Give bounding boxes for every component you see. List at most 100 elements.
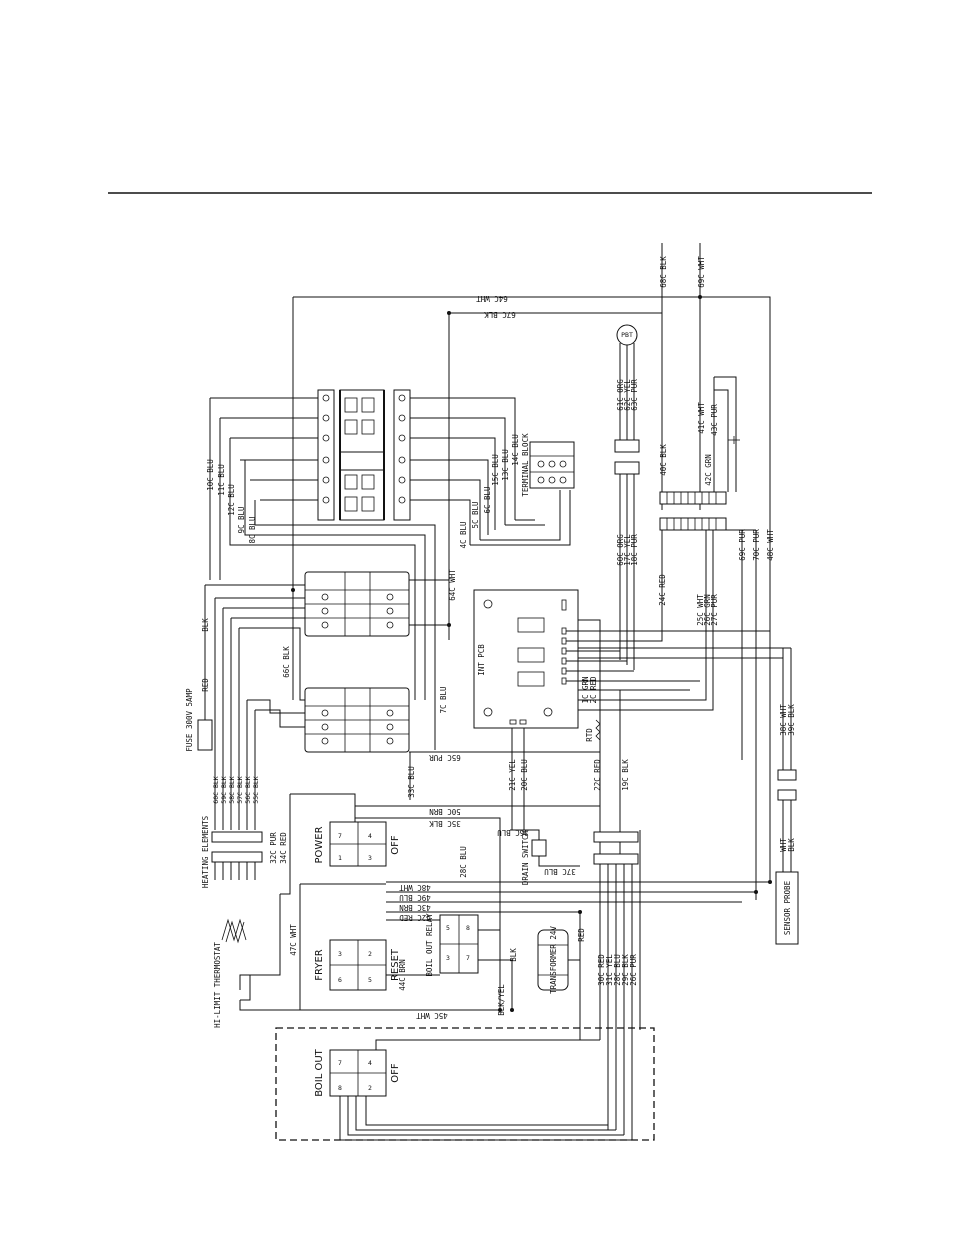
svg-text:4: 4 [368, 1059, 372, 1067]
wire-label-42c-red: 42C RED [399, 913, 431, 922]
conn-wire-41c: 41C WHT [697, 402, 706, 434]
svg-text:1: 1 [338, 854, 342, 862]
conn-wire-69c-pur: 69C PUR [738, 529, 747, 561]
svg-text:6: 6 [338, 976, 342, 984]
wire-label-34c-red: 34C RED [279, 832, 288, 864]
fuse-label: FUSE 300V 5AMP [185, 688, 194, 752]
drain-switch-label: DRAIN SWITCH [521, 830, 530, 885]
wire-label-64c-wht-mid: 64C WHT [448, 569, 457, 601]
wire-label-10c-blu: 10C BLU [206, 459, 215, 491]
transformer-wire-30c: 30C RED [597, 954, 606, 986]
svg-text:2: 2 [368, 950, 372, 958]
wire-label-37c-blu: 37C BLU [544, 867, 576, 876]
wire-label-20c-blu: 20C BLU [520, 759, 529, 791]
element-wire-60c: 60C BLK [212, 776, 220, 803]
wire-label-50c-brn: 50C BRN [429, 807, 461, 816]
transformer-label: TRANSFORMER 24V [549, 926, 558, 994]
relay-wire-45c-wht: 45C WHT [416, 1011, 448, 1020]
element-wire-57c: 57C BLK [236, 776, 244, 803]
connector-9pin: 40C BLK 41C WHT 43C PUR 42C GRN 69C PUR … [659, 376, 775, 900]
wire-label-69c-wht: 69C WHT [697, 256, 706, 288]
heating-elements-label: HEATING ELEMENTS [201, 815, 210, 888]
svg-text:7: 7 [338, 1059, 342, 1067]
svg-text:7: 7 [466, 954, 470, 962]
power-switch-label: POWER [314, 826, 325, 863]
contactor-lower: 66C BLK 7C BLU 65C PUR [282, 590, 600, 762]
conn-wire-43c: 43C PUR [710, 404, 719, 436]
fuse-assembly: BLK FUSE 300V 5AMP RED [185, 584, 305, 752]
boilout-off-label: OFF [390, 1063, 401, 1083]
probe-wire-61c: 61C ORG [616, 379, 625, 411]
element-wire-58c: 58C BLK [228, 776, 236, 803]
contactor-terminals [322, 394, 406, 504]
wire-label-15c-blu: 15C BLU [491, 454, 500, 486]
power-switch: 7 4 1 3 POWER OFF 32C PUR 34C RED [269, 793, 401, 895]
svg-text:2: 2 [368, 1084, 372, 1092]
wire-label-7c-blu: 7C BLU [439, 686, 448, 713]
wire-label-36c-blu: 36C BLU [497, 828, 529, 837]
conn-wire-48c-wht: 48C WHT [766, 529, 775, 561]
boilout-switch-label: BOIL OUT [314, 1048, 325, 1096]
hi-limit-label: HI-LIMIT THERMOSTAT [213, 942, 222, 1028]
relay-wire-blk-yel: BLK/YEL [497, 984, 506, 1016]
probe-label: PBT [621, 331, 633, 339]
top-feed-wires: 64C WHT 67C BLK 68C BLK 69C WHT [292, 243, 771, 780]
element-wire-55c: 55C BLK [252, 776, 260, 803]
conn-wire-40c: 40C BLK [659, 444, 668, 476]
wire-label-21c-yel: 21C YEL [508, 759, 517, 791]
pcb-wire-17c-yel: 17C YEL [623, 534, 632, 566]
boilout-relay: 5 8 3 7 BOIL OUT RELAY 44C BRN 45C WHT B… [386, 913, 518, 1020]
sensor-wire-blk: BLK [787, 838, 796, 852]
boilout-relay-label: BOIL OUT RELAY [425, 913, 434, 977]
svg-text:7: 7 [338, 832, 342, 840]
wire-label-49c-blu: 49C BLU [399, 893, 431, 902]
fuse-wire-label: RED [201, 678, 210, 692]
relay-wire-red: RED [577, 928, 586, 942]
pcb-label: INT PCB [477, 644, 486, 676]
sensor-wire-38c: 38C WHT [779, 704, 788, 736]
terminal-wires: 14C BLU 13C BLU 15C BLU 6C BLU 5C BLU 4C… [410, 397, 571, 549]
wire-label-8c-blu: 8C BLU [248, 516, 257, 543]
blk-label: BLK [201, 618, 210, 632]
wire-label-48c-wht: 48C WHT [399, 883, 431, 892]
junction-dots [291, 295, 772, 1012]
probe-pbt: PBT 61C ORG 62C YEL 63C PUR [614, 324, 640, 670]
transformer-wire-29c: 29C BLK [621, 954, 630, 986]
wire-label-13c-blu: 13C BLU [501, 449, 510, 481]
svg-text:3: 3 [368, 854, 372, 862]
pcb-wire-18c-pur: 18C PUR [630, 534, 639, 566]
svg-text:3: 3 [338, 950, 342, 958]
probe-wire-62c: 62C YEL [623, 379, 632, 411]
pcb-wire-25c-wht: 25C WHT [696, 594, 705, 626]
relay-wire-blk: BLK [509, 948, 518, 962]
sensor-probe: 38C WHT 39C BLK WHT BLK SENSOR PROBE [578, 647, 799, 945]
mid-connectors [593, 830, 641, 1140]
conn-wire-70c-pur: 70C PUR [752, 529, 761, 561]
heating-elements-icon [221, 918, 247, 944]
element-wire-59c: 59C BLK [220, 776, 228, 803]
wire-label-9c-blu: 9C BLU [237, 506, 246, 533]
int-pcb: INT PCB 24C RED 60C ORG 17C YEL 18C PUR … [473, 530, 770, 729]
wire-label-1c-grn: 1C GRN [581, 676, 590, 703]
wire-label-47c-wht: 47C WHT [289, 924, 298, 956]
wire-label-22c-red: 22C RED [593, 759, 602, 791]
rtd-sensor: RTD [585, 719, 601, 742]
sensor-probe-label: SENSOR PROBE [783, 880, 792, 935]
wire-label-11c-blu: 11C BLU [217, 464, 226, 496]
svg-text:5: 5 [446, 924, 450, 932]
transformer-wire-28c: 28C BLU [613, 954, 622, 986]
svg-text:3: 3 [446, 954, 450, 962]
wire-label-19c-blk: 19C BLK [621, 759, 630, 791]
element-wire-56c: 56C BLK [244, 776, 252, 803]
relay-wire-44c-brn: 44C BRN [398, 959, 407, 991]
boilout-section: 7 4 8 2 BOIL OUT OFF [275, 1027, 655, 1141]
reset-label: RESET [390, 948, 401, 981]
wire-label-67c-blk-top: 67C BLK [484, 310, 516, 319]
svg-text:5: 5 [368, 976, 372, 984]
terminal-block-label: TERMINAL BLOCK [521, 433, 530, 497]
wire-label-65c-pur: 65C PUR [429, 753, 461, 762]
hi-limit-thermostat: HI-LIMIT THERMOSTAT [213, 894, 300, 1028]
wire-label-12c-blu: 12C BLU [227, 484, 236, 516]
wire-label-68c-blk: 68C BLK [659, 256, 668, 288]
